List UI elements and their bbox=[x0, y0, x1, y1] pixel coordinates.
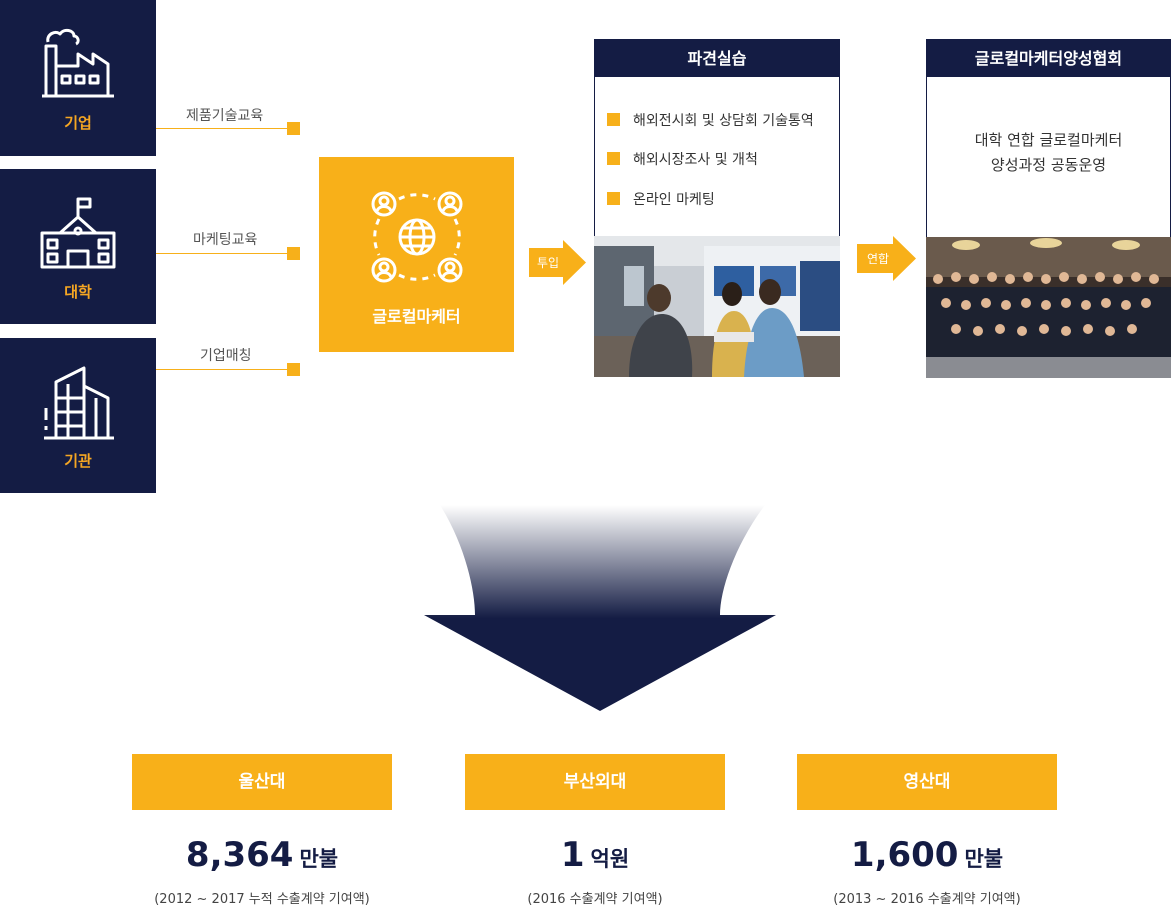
center-label: 글로컬마케터 bbox=[372, 307, 461, 326]
arrow-union: 연합 bbox=[857, 236, 916, 281]
training-box: 파견실습 해외전시회 및 상담회 기술통역 해외시장조사 및 개척 온라인 마케… bbox=[594, 39, 840, 238]
source-box-institution: 기관 bbox=[0, 338, 156, 493]
group-photo bbox=[926, 237, 1171, 378]
source-label: 대학 bbox=[64, 283, 92, 301]
source-label: 기업 bbox=[64, 114, 92, 132]
connector-line bbox=[156, 128, 290, 129]
source-label: 기관 bbox=[64, 452, 92, 470]
university-icon bbox=[40, 197, 116, 269]
bullet-square bbox=[607, 192, 620, 205]
association-box: 글로컬마케터양성협회 대학 연합 글로컬마케터 양성과정 공동운영 bbox=[926, 39, 1171, 238]
result-note: (2016 수출계약 기여액) bbox=[527, 892, 663, 907]
exhibition-photo bbox=[594, 236, 840, 377]
source-box-university: 대학 bbox=[0, 169, 156, 324]
connector-dot bbox=[287, 363, 300, 376]
factory-icon bbox=[42, 28, 114, 98]
school-header: 울산대 bbox=[132, 754, 392, 810]
connector-line bbox=[156, 253, 290, 254]
connector-dot bbox=[287, 247, 300, 260]
training-item: 해외전시회 및 상담회 기술통역 bbox=[607, 110, 814, 130]
education-label-product: 제품기술교육 bbox=[186, 108, 264, 124]
bullet-square bbox=[607, 113, 620, 126]
school-header: 부산외대 bbox=[465, 754, 725, 810]
source-box-company: 기업 bbox=[0, 0, 156, 156]
arrow-input: 투입 bbox=[529, 240, 586, 285]
bullet-square bbox=[607, 152, 620, 165]
education-label-matching: 기업매칭 bbox=[200, 348, 252, 364]
school-header: 영산대 bbox=[797, 754, 1057, 810]
association-text: 대학 연합 글로컬마케터 양성과정 공동운영 bbox=[974, 131, 1123, 174]
training-item: 해외시장조사 및 개척 bbox=[607, 149, 758, 169]
down-arrow bbox=[424, 505, 776, 711]
association-title: 글로컬마케터양성협회 bbox=[927, 40, 1170, 77]
education-label-marketing: 마케팅교육 bbox=[193, 232, 258, 248]
result-note: (2013 ~ 2016 수출계약 기여액) bbox=[833, 892, 1021, 907]
arrow-label: 투입 bbox=[537, 256, 560, 270]
building-icon bbox=[44, 366, 114, 440]
training-item: 온라인 마케팅 bbox=[607, 189, 715, 209]
glocal-marketer-box: 글로컬마케터 bbox=[319, 157, 514, 352]
training-title: 파견실습 bbox=[595, 40, 839, 77]
connector-dot bbox=[287, 122, 300, 135]
result-note: (2012 ~ 2017 누적 수출계약 기여액) bbox=[154, 892, 370, 907]
arrow-label: 연합 bbox=[867, 252, 890, 266]
connector-line bbox=[156, 369, 290, 370]
global-network-icon bbox=[371, 191, 463, 283]
